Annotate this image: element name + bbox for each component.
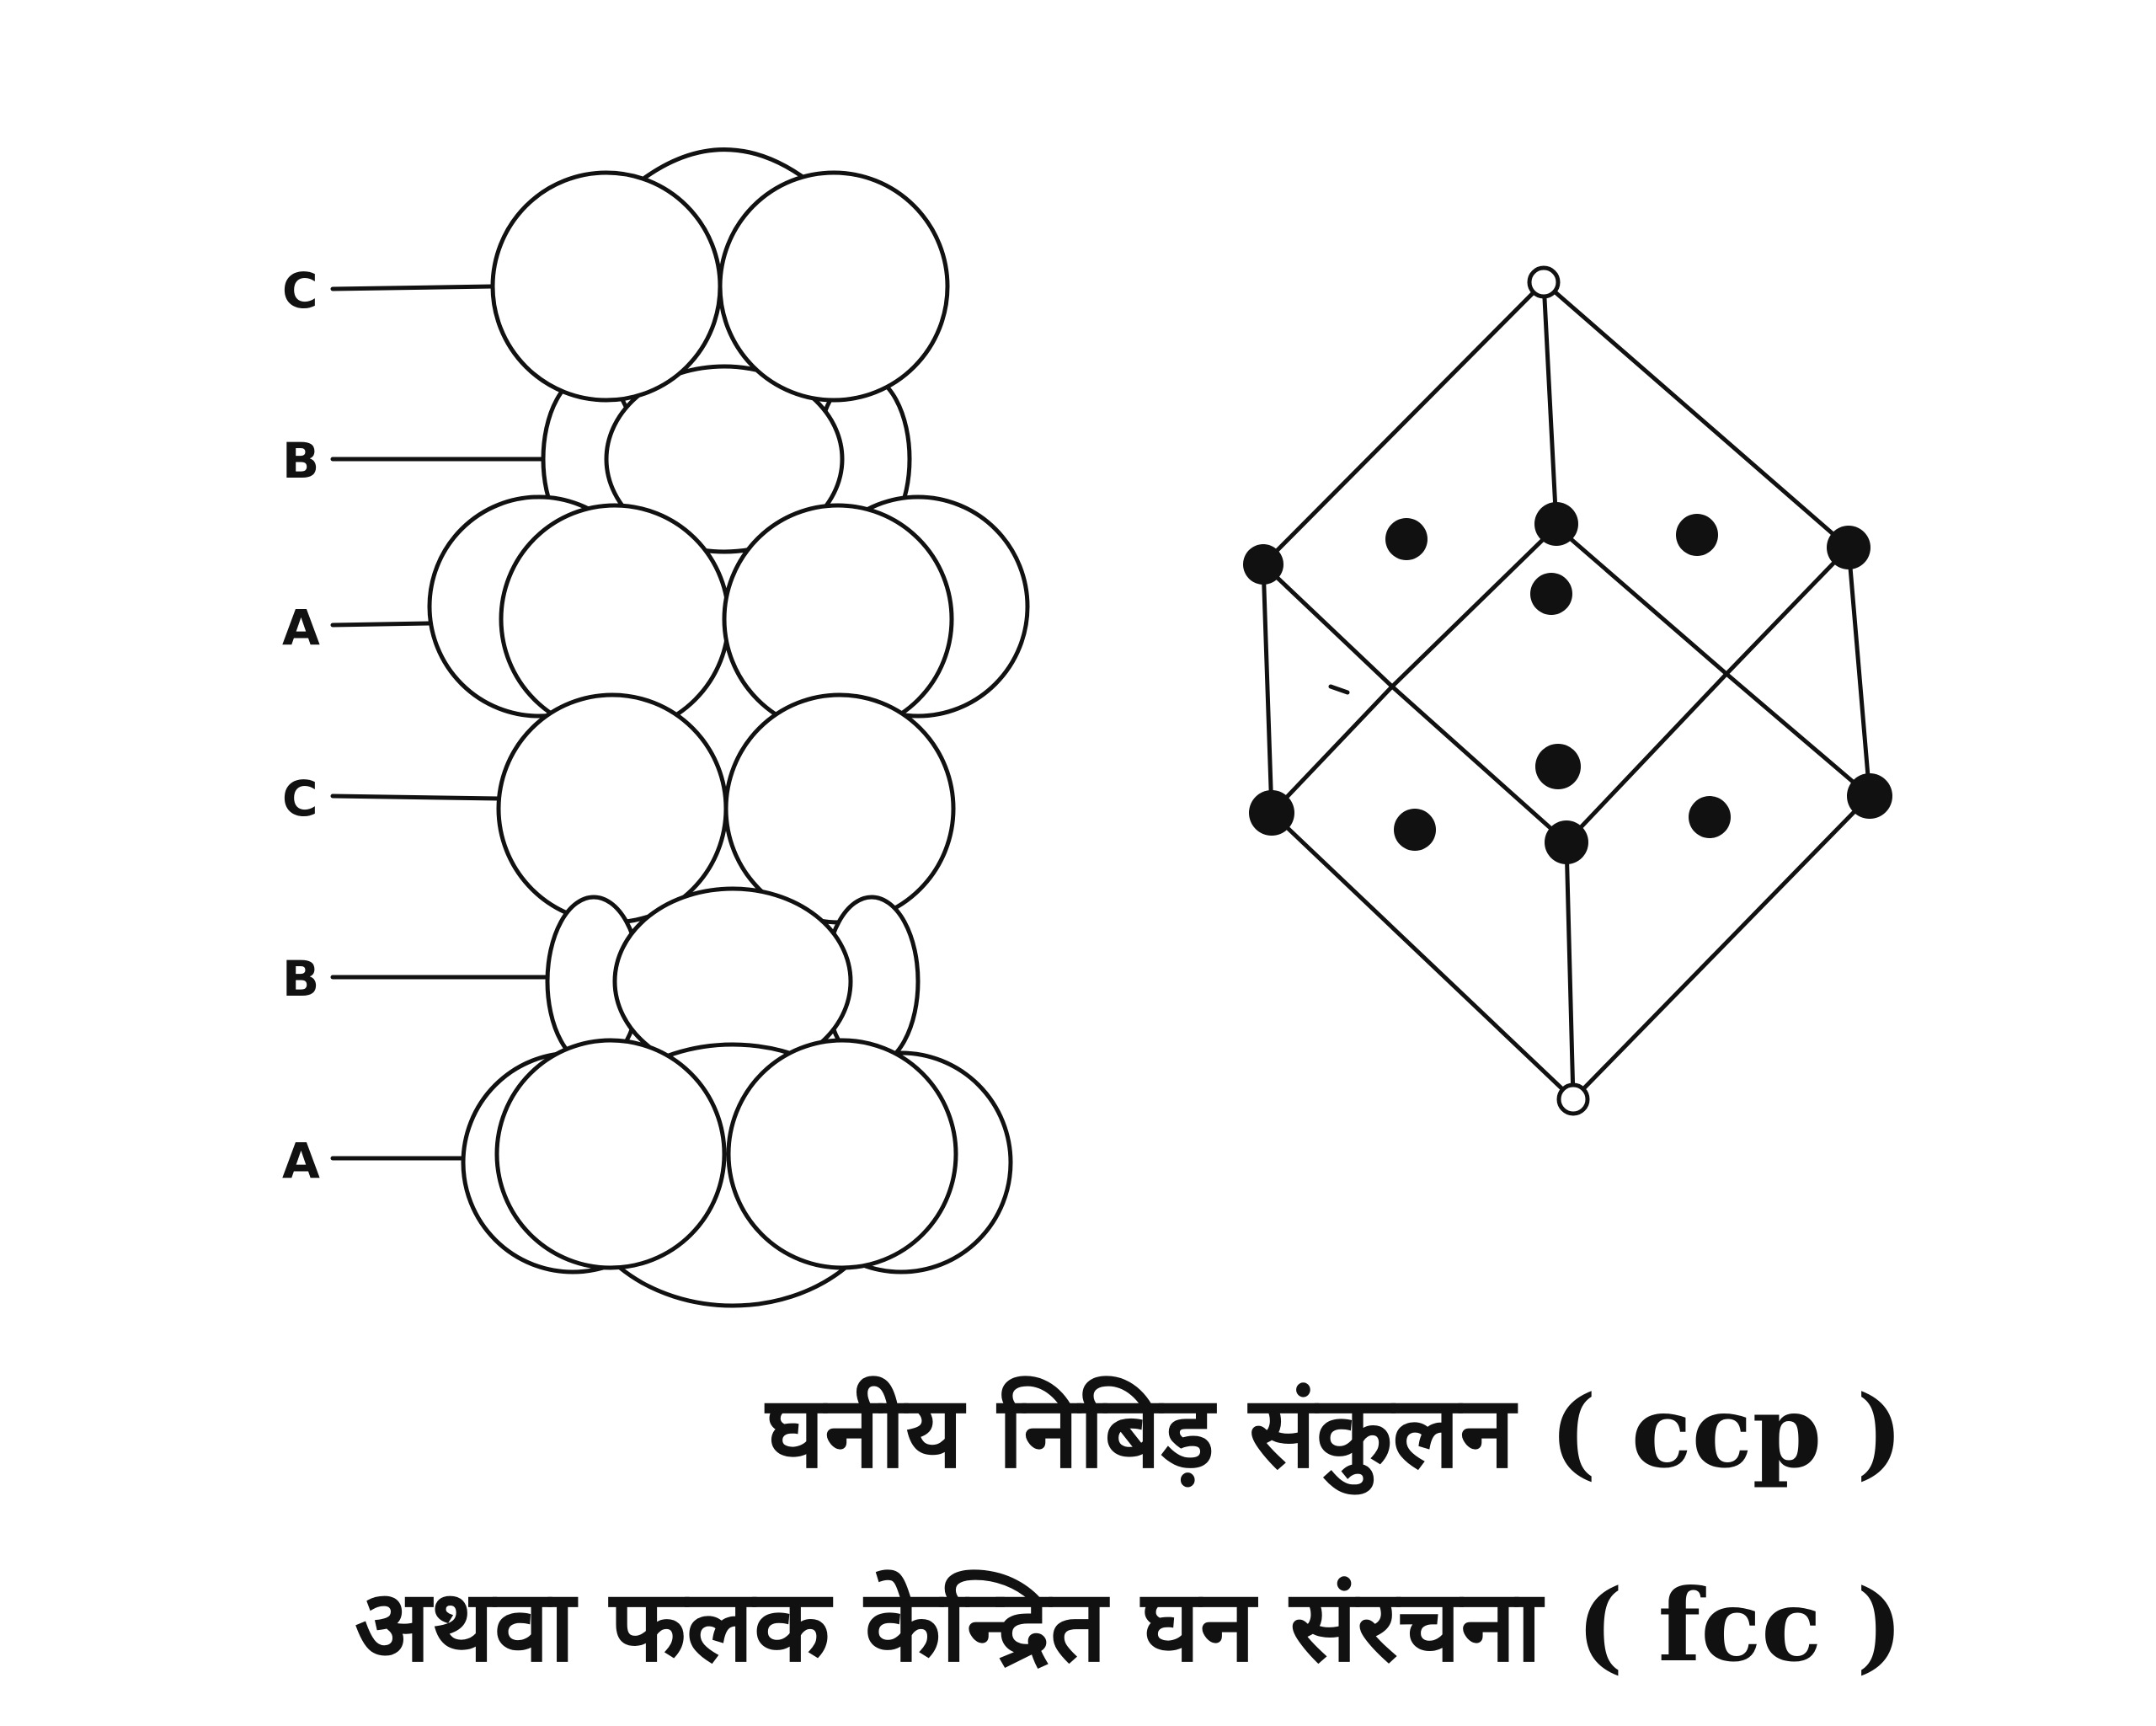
- label-line-c-middle: [330, 794, 501, 801]
- b-layer-lower: [545, 886, 921, 1077]
- a-sphere-bottom-right: [726, 1038, 958, 1270]
- corner-atom-center-upper: [1534, 502, 1578, 546]
- label-c-top: C: [282, 262, 318, 319]
- c-sphere-mid-left: [496, 692, 728, 925]
- edge-mid-right-low: [1724, 671, 1872, 799]
- face-atom-4: [1535, 744, 1581, 789]
- apex-atom-bottom: [1556, 1082, 1590, 1116]
- face-atom-6: [1689, 796, 1731, 838]
- edge-top-inner: [1541, 280, 1559, 529]
- edge-center-left: [1390, 684, 1569, 845]
- cell-outline: [1261, 280, 1872, 1102]
- corner-atom-left-lower: [1249, 790, 1294, 836]
- corner-atom-center-lower: [1545, 820, 1588, 864]
- label-a-upper: A: [282, 599, 320, 656]
- corner-atom-right-upper: [1827, 526, 1870, 569]
- b-sphere-center: [604, 364, 845, 554]
- label-c-middle: C: [282, 770, 318, 827]
- label-b-upper: B: [282, 432, 319, 489]
- a-sphere-bottom-left: [494, 1038, 727, 1270]
- c-sphere-mid-right: [723, 692, 956, 925]
- fcc-unit-cell: [1243, 265, 1892, 1116]
- layer-stacking-diagram: C B A C B A: [282, 147, 1030, 1308]
- edge-inner-left: [1390, 524, 1559, 689]
- face-atom-2: [1676, 514, 1718, 556]
- edge-center-right: [1564, 671, 1729, 845]
- c-sphere-top-left: [490, 170, 723, 403]
- face-atom-3: [1530, 573, 1572, 615]
- caption-line-2: अथवा फलक केन्द्रित घन संरचना ( fcc ): [355, 1567, 1903, 1684]
- c-sphere-top-right: [718, 170, 950, 403]
- edge-left-mid: [1261, 562, 1395, 689]
- edge-mid-left-low: [1269, 684, 1395, 815]
- edge-right-mid: [1724, 545, 1851, 676]
- a-layer-upper-front: [499, 503, 954, 735]
- c-layer-middle: [496, 692, 956, 925]
- layer-labels: C B A C B A: [282, 262, 550, 1189]
- caption-line-1: घनीय निबिड़ संकुलन ( ccp ): [766, 1373, 1903, 1490]
- label-line-c-top: [330, 284, 495, 291]
- corner-atom-left-upper: [1243, 544, 1283, 585]
- c-layer-top: [490, 170, 950, 403]
- edge-bottom-inner: [1564, 840, 1576, 1102]
- stray-mark: [1328, 684, 1350, 695]
- label-b-lower: B: [282, 950, 319, 1007]
- label-line-a-upper: [330, 621, 432, 628]
- label-a-bottom: A: [282, 1132, 320, 1189]
- top-back-arc: [638, 147, 811, 184]
- face-atom-1: [1385, 518, 1428, 560]
- corner-atom-right-lower: [1847, 773, 1892, 819]
- edge-inner-right: [1554, 524, 1729, 676]
- apex-atom-top: [1527, 265, 1561, 299]
- a-layer-bottom-front: [494, 1038, 958, 1270]
- face-atom-5: [1394, 809, 1436, 851]
